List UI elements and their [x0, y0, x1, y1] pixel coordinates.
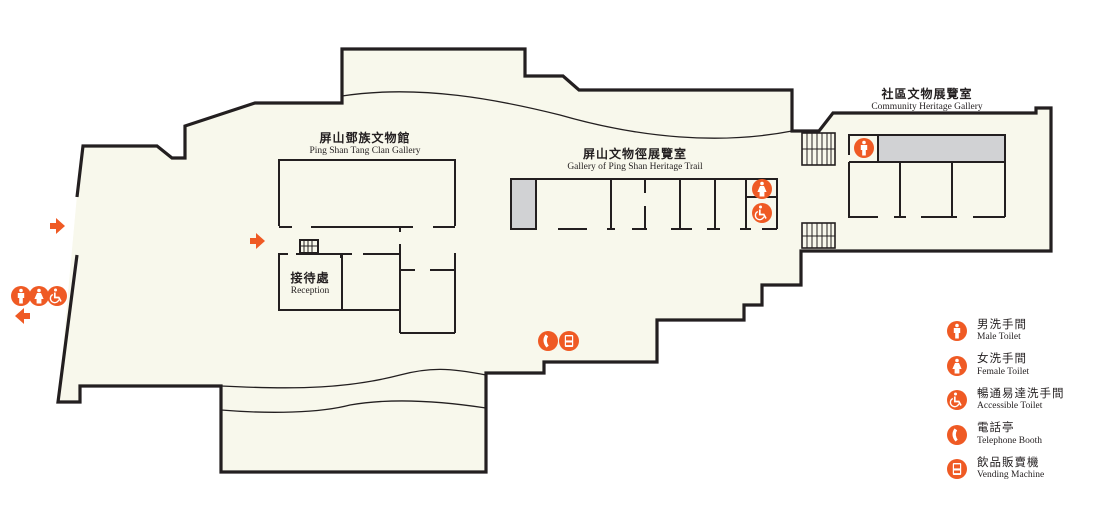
- female-toilet-icon: [947, 355, 967, 376]
- gallery-accessible-toilet-icon: [751, 202, 773, 224]
- legend-label-en: Accessible Toilet: [977, 401, 1043, 412]
- staircase-upper: [801, 132, 836, 166]
- tang-clan-gallery-walls: [278, 159, 456, 334]
- reception-zh: 接待處: [290, 271, 330, 285]
- legend-label-zh: 電話亭: [977, 422, 1015, 435]
- legend-label-zh: 飲品販賣機: [977, 456, 1040, 469]
- vending-machine-icon: [947, 459, 967, 480]
- entrance-arrow-outer-icon: [50, 218, 65, 234]
- tang-clan-gallery-zh: 屏山鄧族文物館: [319, 131, 411, 145]
- vending-machine-icon: [559, 331, 579, 351]
- telephone-icon: [947, 424, 967, 445]
- community-male-toilet-icon: [854, 138, 874, 158]
- outside-female-toilet-icon: [29, 286, 49, 306]
- legend-label-en: Female Toilet: [977, 366, 1030, 377]
- legend-label-zh: 女洗手間: [977, 353, 1027, 366]
- legend-label-en: Telephone Booth: [977, 435, 1043, 446]
- community-gallery-en: Community Heritage Gallery: [871, 101, 983, 112]
- reception-label: 接待處 Reception: [281, 271, 339, 297]
- heritage-trail-gallery-label: 屏山文物徑展覽室 Gallery of Ping Shan Heritage T…: [560, 147, 710, 173]
- outside-male-toilet-icon: [11, 286, 31, 306]
- tang-clan-gallery-en: Ping Shan Tang Clan Gallery: [309, 145, 421, 156]
- reception-en: Reception: [290, 285, 330, 296]
- community-gallery-walls: [848, 134, 1006, 218]
- exit-arrow-icon: [15, 308, 30, 324]
- accessible-toilet-icon: [946, 389, 968, 412]
- legend-label-zh: 暢通易達洗手間: [977, 387, 1065, 400]
- male-toilet-icon: [947, 321, 967, 342]
- heritage-trail-gallery-zh: 屏山文物徑展覽室: [582, 147, 687, 161]
- heritage-trail-gallery-en: Gallery of Ping Shan Heritage Trail: [567, 161, 703, 172]
- gallery-female-toilet-icon: [752, 179, 772, 199]
- legend-label-en: Vending Machine: [977, 470, 1045, 481]
- heritage-trail-gallery-walls: [510, 178, 778, 230]
- outside-accessible-toilet-icon: [46, 285, 68, 307]
- legend-label-en: Male Toilet: [977, 332, 1021, 343]
- staircase-lower: [801, 222, 836, 249]
- telephone-booth-icon: [538, 331, 558, 351]
- community-gallery-label: 社區文物展覽室 Community Heritage Gallery: [862, 87, 992, 113]
- legend-label-zh: 男洗手間: [977, 318, 1027, 331]
- community-gallery-zh: 社區文物展覽室: [881, 87, 973, 101]
- tang-clan-gallery-label: 屏山鄧族文物館 Ping Shan Tang Clan Gallery: [300, 131, 430, 157]
